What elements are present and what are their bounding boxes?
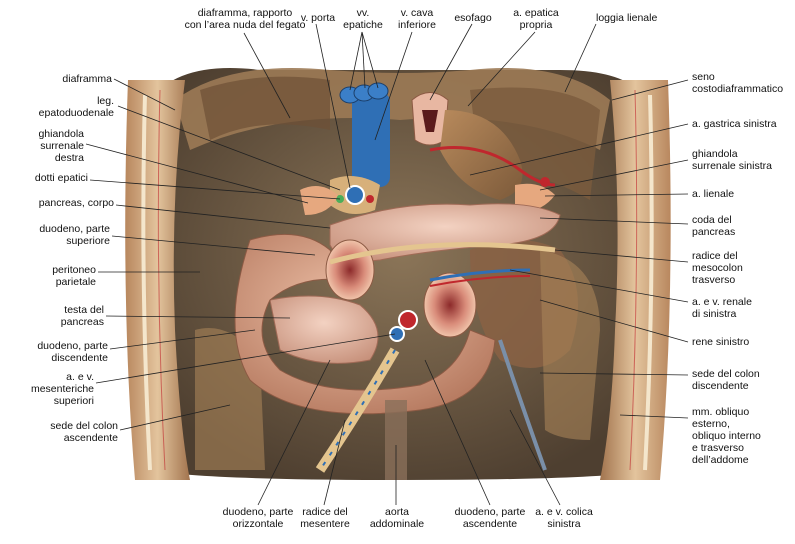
label-a-lienale: a. lienale: [692, 188, 735, 200]
inferior-vena-cava: [352, 92, 390, 187]
label-ghiandola-surrenale-sinistra: ghiandola surrenale sinistra: [692, 148, 772, 172]
label-duodeno-discendente: duodeno, parte discendente: [37, 340, 108, 364]
label-aorta-addominale: aorta addominale: [369, 506, 425, 530]
label-mesenteriche-superiori: a. e v. mesenteriche superiori: [30, 371, 94, 407]
left-colic-vessels: [498, 339, 547, 471]
label-pancreas-corpo: pancreas, corpo: [38, 197, 114, 209]
label-esofago: esofago: [454, 12, 492, 24]
spleen-fossa: [470, 87, 600, 200]
label-peritoneo-parietale: peritoneo parietale: [52, 264, 96, 288]
label-coda-pancreas: coda del pancreas: [692, 214, 736, 238]
left-adrenal-gland: [515, 183, 555, 211]
splenic-artery: [429, 146, 556, 187]
label-a-epatica-propria: a. epatica propria: [513, 7, 559, 31]
label-rene-sinistro: rene sinistro: [692, 336, 750, 348]
renal-vessels: [429, 268, 531, 282]
label-v-porta: v. porta: [300, 12, 336, 24]
label-renale-sinistra: a. e v. renale di sinistra: [692, 296, 752, 320]
label-colica-sinistra: a. e v. colica sinistra: [535, 506, 593, 530]
label-colon-discendente: sede del colon discendente: [692, 368, 760, 392]
abdominal-aorta: [385, 400, 407, 480]
label-seno-costodiaframmatico: seno costodiaframmatico: [692, 71, 784, 95]
pancreas-head: [269, 295, 379, 364]
descending-colon-site: [540, 250, 600, 440]
label-radice-mesentere: radice del mesentere: [300, 506, 350, 530]
duodenum: [234, 233, 496, 415]
label-diaframma-area-nuda: diaframma, rapporto con l’area nuda del …: [184, 7, 306, 31]
pancreas: [329, 203, 561, 262]
duodenum-cross-section: [325, 239, 375, 301]
transverse-mesocolon-root: [329, 242, 556, 265]
left-abdominal-wall: [125, 80, 190, 480]
label-v-cava-inferiore: v. cava inferiore: [398, 7, 436, 31]
label-radice-mesocolon: radice del mesocolon trasverso: [692, 250, 743, 286]
label-duodeno-orizzontale: duodeno, parte orizzontale: [222, 506, 294, 530]
right-adrenal-gland: [300, 186, 338, 215]
label-ghiandola-surrenale-destra: ghiandola surrenale destra: [38, 128, 84, 164]
label-leg-epatoduodenale: leg. epatoduodenale: [38, 95, 114, 119]
label-loggia-lienale: loggia lienale: [596, 12, 658, 24]
jejunum-cross-section: [423, 272, 477, 338]
stomach-region: [440, 110, 523, 200]
leader-lines: [85, 23, 689, 506]
label-mm-obliquo: mm. obliquo esterno, obliquo interno e t…: [692, 406, 761, 466]
label-colon-ascendente: sede del colon ascendente: [50, 420, 118, 444]
label-duodeno-ascendente: duodeno, parte ascendente: [454, 506, 526, 530]
label-vv-epatiche: vv. epatiche: [343, 7, 383, 31]
label-diaframma: diaframma: [62, 73, 112, 85]
liver-bare-area: [200, 76, 330, 140]
label-testa-pancreas: testa del pancreas: [60, 304, 104, 328]
label-a-gastrica-sinistra: a. gastrica sinistra: [692, 118, 777, 130]
label-duodeno-superiore: duodeno, parte superiore: [39, 223, 110, 247]
label-dotti-epatici: dotti epatici: [34, 172, 88, 184]
